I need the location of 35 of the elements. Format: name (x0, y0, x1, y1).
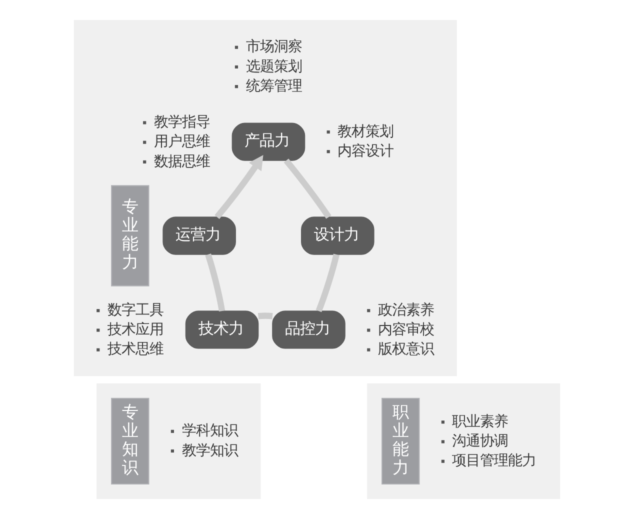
node-box: 专业能力 (110, 185, 149, 286)
node-box: 设计力 (300, 216, 374, 255)
node-label: 用户思维 (153, 134, 210, 150)
node-box: 品控力 (272, 310, 345, 349)
node-box: 职业能力 (381, 398, 420, 485)
node-box: 技术力 (184, 310, 258, 349)
node-label: 版权意识 (377, 342, 434, 358)
connector (204, 254, 225, 312)
node-label: 教材策划 (337, 124, 394, 140)
node-label: 内容审校 (377, 322, 434, 338)
cluster (73, 20, 456, 376)
node-label: 项目管理能力 (452, 453, 536, 470)
node-label: 市场洞察 (245, 39, 302, 56)
node-box: 专业知识 (110, 398, 149, 485)
connector (315, 254, 339, 312)
cluster (96, 383, 260, 500)
connector (283, 158, 331, 219)
node-label: 政治素养 (377, 302, 434, 318)
node-label: 技术思维 (106, 342, 163, 358)
node-label: 内容设计 (337, 143, 394, 160)
node-label: 职业素养 (452, 414, 508, 430)
node-label: 数字工具 (106, 302, 163, 318)
node-label: 沟通协调 (452, 434, 508, 450)
node-label: 教学知识 (181, 442, 238, 459)
node-box: 运营力 (162, 216, 236, 255)
node-label: 教学指导 (153, 114, 210, 131)
node-label: 数据思维 (153, 154, 210, 170)
arrow (214, 155, 263, 220)
node-label: 学科知识 (181, 423, 238, 440)
node-box: 产品力 (231, 122, 305, 161)
node-label: 技术应用 (106, 322, 163, 338)
node-label: 统筹管理 (245, 78, 302, 94)
node-label: 选题策划 (245, 58, 302, 75)
connector (257, 312, 272, 320)
cluster (366, 383, 560, 500)
